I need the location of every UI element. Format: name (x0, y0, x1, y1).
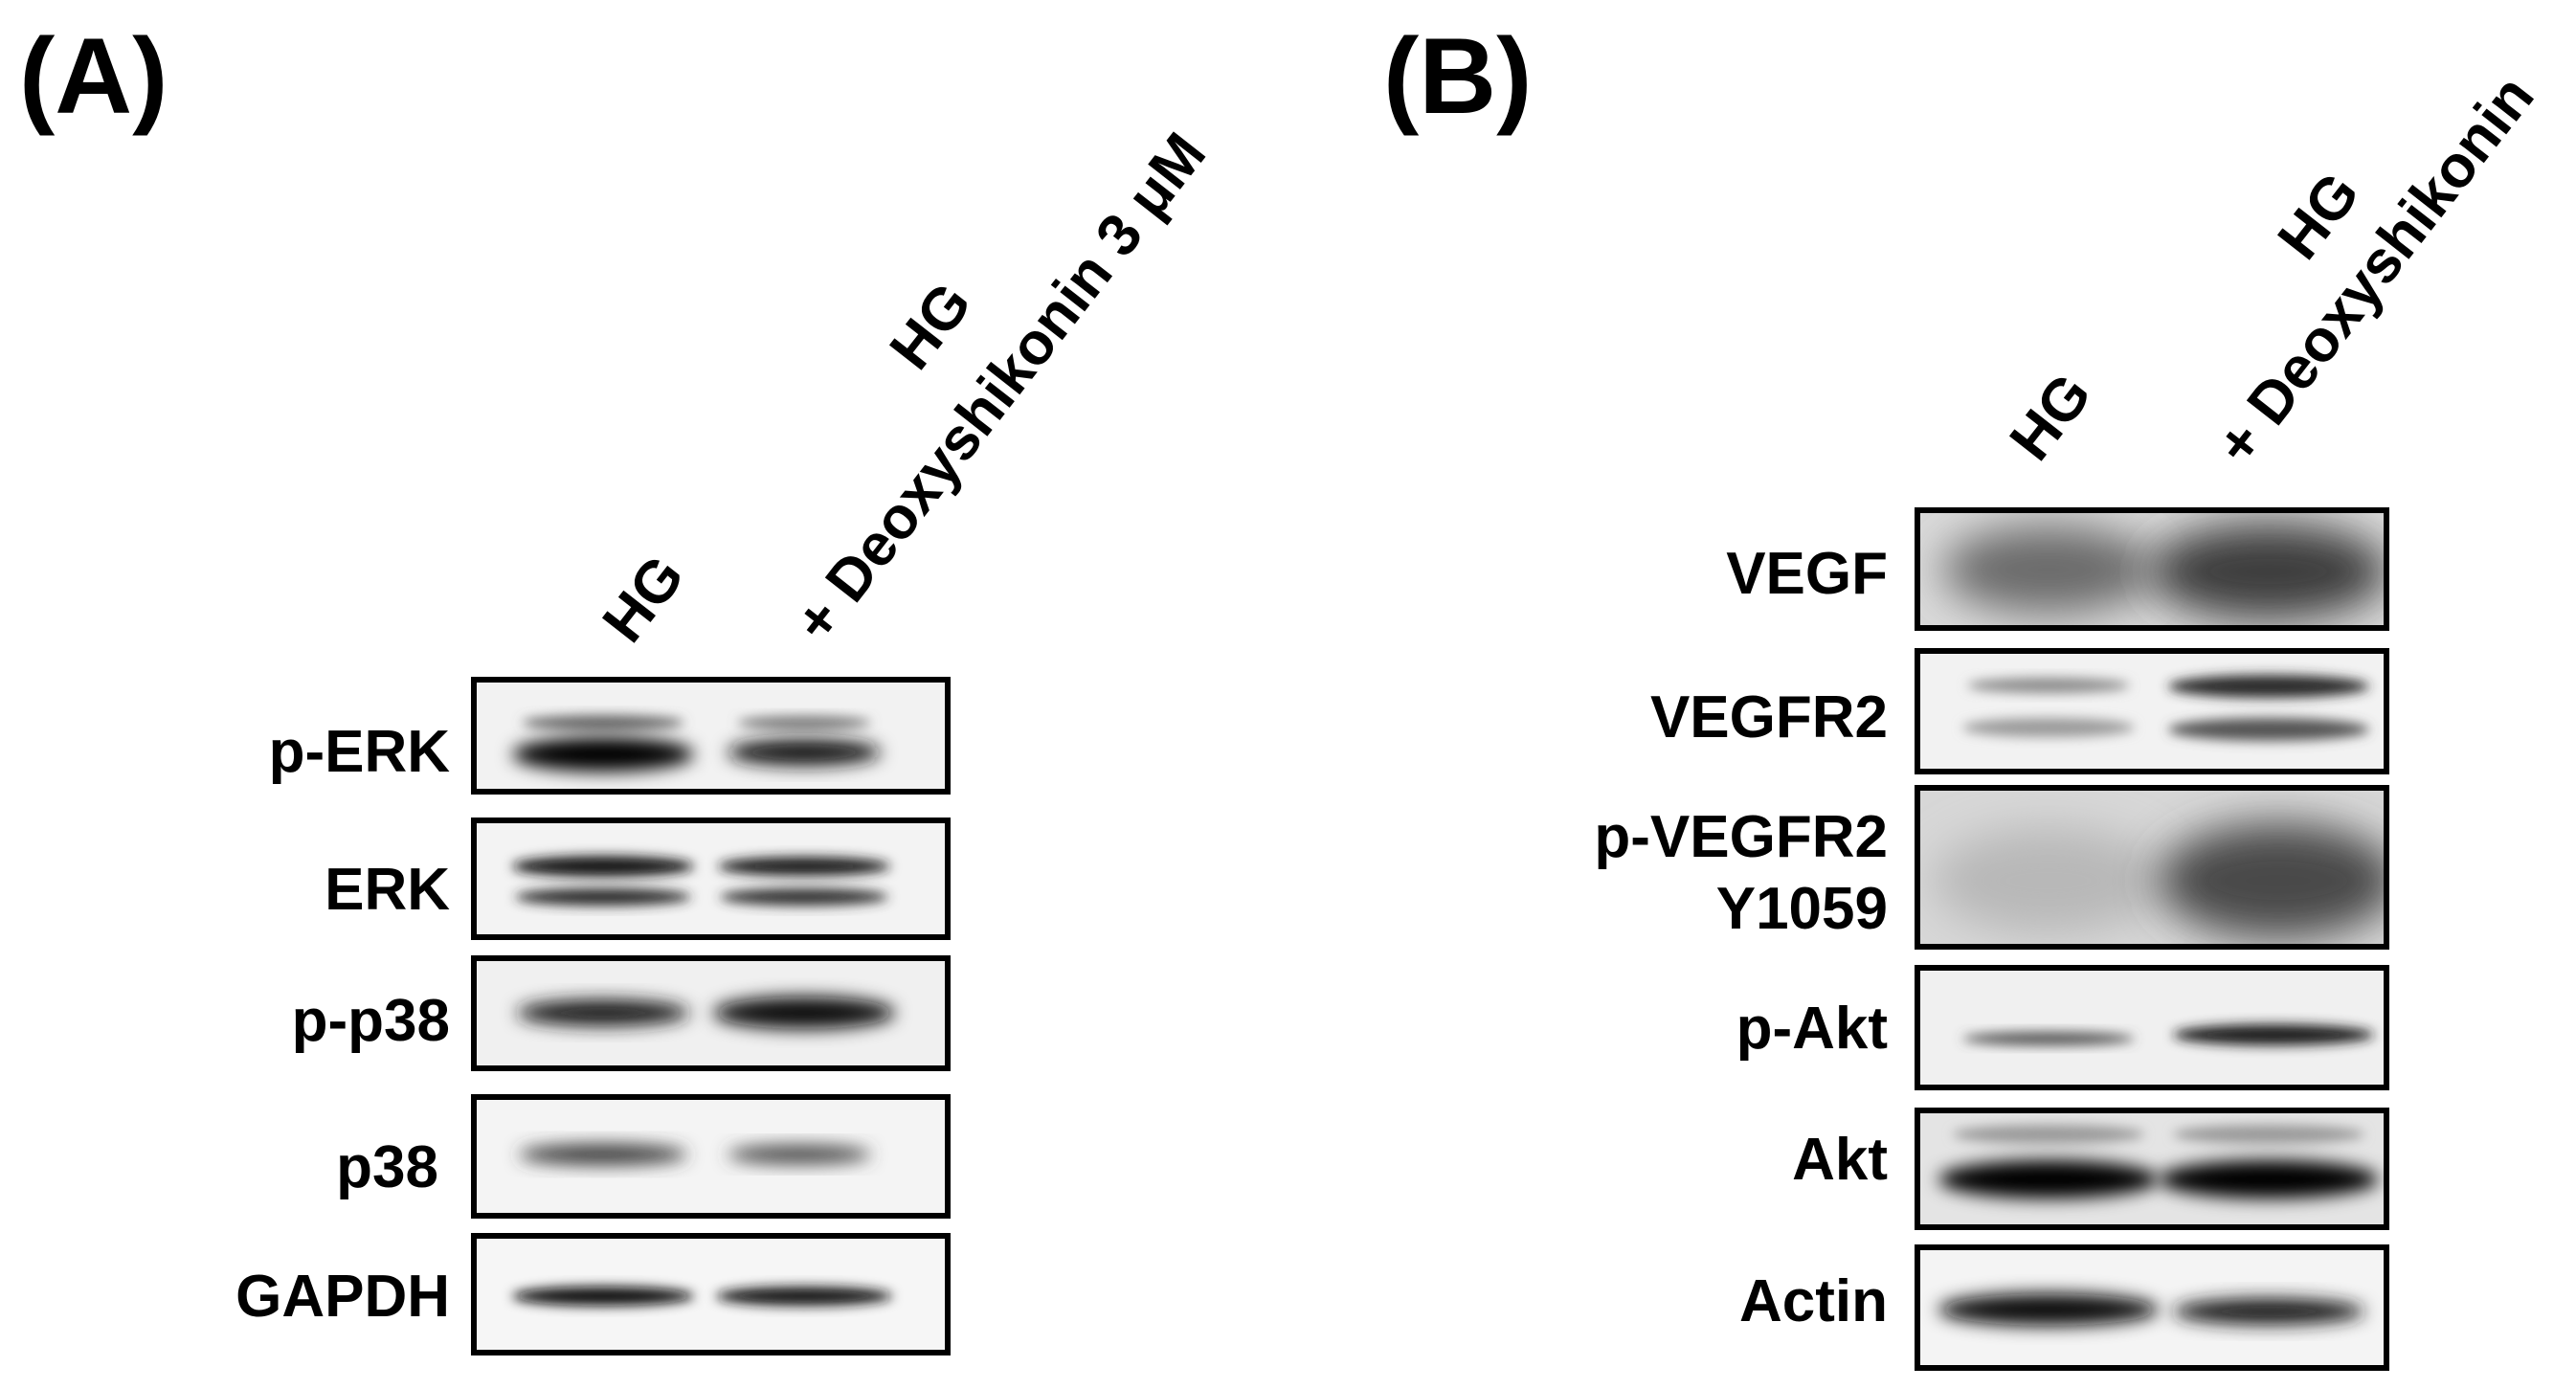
panel-a-lane-2-label: + Deoxyshikonin 3 μM (782, 122, 1219, 655)
row-label-p-p38: p-p38 (292, 988, 450, 1054)
blot-gapdh (471, 1233, 951, 1355)
panel-b-lane-2-label: + Deoxyshikonin (2204, 64, 2547, 478)
panel-b-row-labels: VEGF VEGFR2 p-VEGFR2 Y1059 p-Akt Akt Act… (1594, 541, 1888, 1334)
row-label-y1059: Y1059 (1716, 876, 1888, 942)
blot-p-erk (471, 677, 951, 795)
row-label-vegf: VEGF (1726, 541, 1888, 607)
row-label-actin: Actin (1739, 1268, 1888, 1334)
row-label-p38: p38 (336, 1134, 438, 1200)
blot-p-akt (1915, 965, 2389, 1090)
row-label-p-akt: p-Akt (1736, 996, 1888, 1062)
row-label-gapdh: GAPDH (235, 1264, 450, 1330)
panel-b-label: (B) (1383, 16, 1532, 136)
blot-vegf (1915, 507, 2389, 631)
blot-vegfr2 (1915, 648, 2389, 774)
panel-a-lane-1-label: HG (591, 544, 698, 655)
blot-p38 (471, 1094, 951, 1219)
blot-p-p38 (471, 955, 951, 1071)
blot-akt (1915, 1108, 2389, 1230)
blot-erk (471, 818, 951, 940)
row-label-erk: ERK (325, 857, 450, 923)
blot-p-vegfr2-y1059 (1915, 785, 2389, 950)
row-label-p-vegfr2: p-VEGFR2 (1594, 804, 1888, 870)
panel-a-label: (A) (19, 16, 168, 136)
row-label-vegfr2: VEGFR2 (1650, 684, 1888, 751)
panel-a-row-labels: p-ERK ERK p-p38 p38 GAPDH (235, 719, 450, 1330)
panel-a-lane-2-top-label: HG (878, 271, 985, 382)
panel-b-lane-1-label: HG (1998, 362, 2105, 473)
row-label-akt: Akt (1792, 1127, 1888, 1193)
blot-actin (1915, 1244, 2389, 1371)
row-label-p-erk: p-ERK (269, 719, 451, 785)
